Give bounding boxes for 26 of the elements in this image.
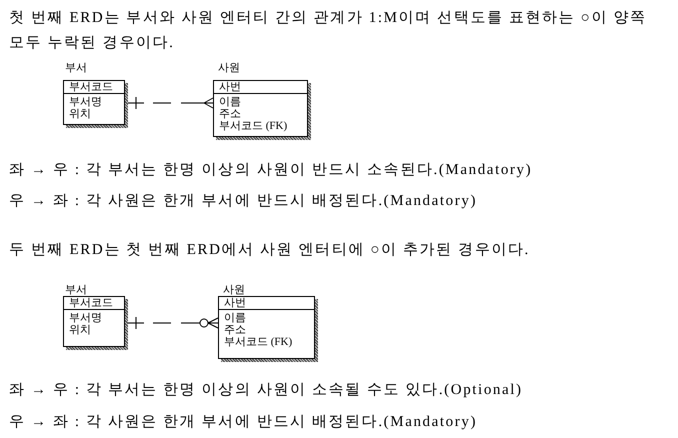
description-text: 두 번째 ERD는 첫 번째 ERD에서 사원 엔터티에 ○이 추가된 경우이다. xyxy=(9,241,530,260)
attribute-text: 위치 xyxy=(69,324,91,336)
attribute-text: 이름 xyxy=(219,96,241,108)
attribute-text: 부서코드 (FK) xyxy=(219,120,288,132)
key-attribute: 사번 xyxy=(224,297,246,309)
description-text: 우 → 좌 : 각 사원은 한개 부서에 반드시 배정된다.(Mandatory) xyxy=(9,413,478,432)
relationship-line xyxy=(128,96,214,110)
key-attribute: 사번 xyxy=(219,81,241,93)
attribute-text: 주소 xyxy=(224,324,246,336)
entity-name: 사원 xyxy=(223,284,245,296)
attribute-text: 위치 xyxy=(69,108,91,120)
entity-name: 부서 xyxy=(65,284,87,296)
attribute-text: 주소 xyxy=(219,108,241,120)
attribute-text: 부서코드 (FK) xyxy=(224,336,292,348)
entity-name: 부서 xyxy=(65,62,87,74)
attribute-text: 부서명 xyxy=(69,312,102,324)
key-attribute: 부서코드 xyxy=(69,297,113,309)
key-attribute: 부서코드 xyxy=(69,81,113,93)
entity-name: 사원 xyxy=(218,62,240,74)
description-text: 좌 → 우 : 각 부서는 한명 이상의 사원이 반드시 소속된다.(Mandatory) xyxy=(9,161,532,180)
description-text: 좌 → 우 : 각 부서는 한명 이상의 사원이 소속될 수도 있다.(Optional) xyxy=(9,381,523,400)
relationship-line xyxy=(128,316,218,330)
description-text: 첫 번째 ERD는 부서와 사원 엔터티 간의 관계가 1:M이며 선택도를 표현하는 ○이 양쪽 모두 누락된 경우이다. xyxy=(9,9,648,53)
attribute-text: 이름 xyxy=(224,312,246,324)
attribute-text: 부서명 xyxy=(69,96,102,108)
description-text: 우 → 좌 : 각 사원은 한개 부서에 반드시 배정된다.(Mandatory) xyxy=(9,192,478,211)
